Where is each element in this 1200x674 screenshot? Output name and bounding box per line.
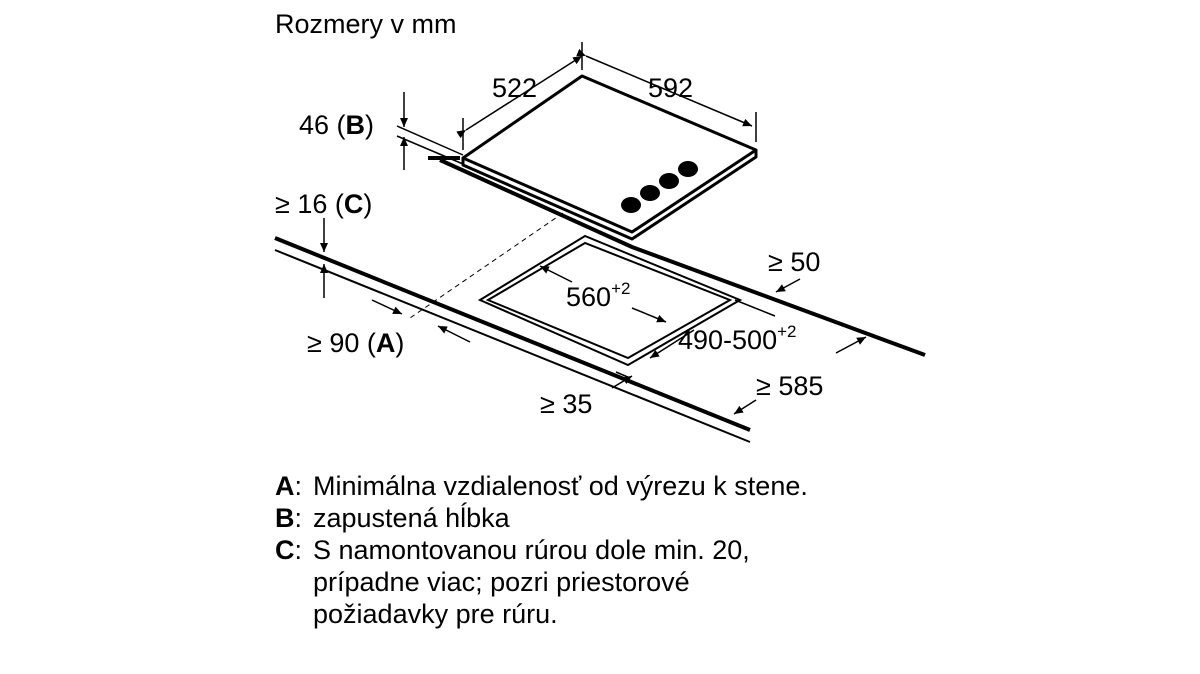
legend-item-b: B: zapustená hĺbka xyxy=(275,503,510,533)
arrow-35 xyxy=(611,375,633,389)
arrow-90 xyxy=(437,325,471,343)
cutout-outer xyxy=(477,234,743,367)
worktop-back-edge xyxy=(439,158,926,357)
projection-line xyxy=(409,212,564,319)
arrow-560 xyxy=(539,265,573,283)
dim-585: ≥ 585 xyxy=(756,371,823,401)
arrow-50 xyxy=(775,278,801,293)
worktop-front-edge-lower xyxy=(274,249,751,443)
dim-50: ≥ 50 xyxy=(768,247,820,277)
dim-16-c: ≥ 16 (C) xyxy=(275,189,372,219)
legend-text: S namontovanou rúrou dole min. 20, xyxy=(313,535,750,565)
dim-line-522 xyxy=(456,55,583,139)
diagram-title: Rozmery v mm xyxy=(275,9,457,39)
worktop-front-edge xyxy=(274,236,751,432)
knob-icon xyxy=(659,173,679,189)
arrow-585 xyxy=(733,399,757,415)
legend-text: požiadavky pre rúru. xyxy=(313,599,558,629)
hob-knobs xyxy=(621,161,698,213)
dim-522: 522 xyxy=(492,73,537,103)
dim-592: 592 xyxy=(648,73,693,103)
arrow-490 xyxy=(649,329,695,359)
legend-text: Minimálna vzdialenosť od výrezu k stene. xyxy=(313,471,808,501)
legend-item-c: C: S namontovanou rúrou dole min. 20, pr… xyxy=(275,535,750,629)
knob-icon xyxy=(621,197,641,213)
dim-490-500: 490-500+2 xyxy=(678,322,796,355)
legend: A: Minimálna vzdialenosť od výrezu k ste… xyxy=(275,470,1175,630)
hob-edge xyxy=(461,150,758,241)
knob-icon xyxy=(678,161,698,177)
legend-key: B xyxy=(275,503,295,533)
legend-text: prípadne viac; pozri priestorové xyxy=(313,567,690,597)
ext-line xyxy=(396,125,464,156)
installation-diagram: Rozmery v mm 522 592 46 (B) ≥ 16 (C) xyxy=(274,9,926,443)
dim-90-a: ≥ 90 (A) xyxy=(307,328,404,358)
legend-item-a: A: Minimálna vzdialenosť od výrezu k ste… xyxy=(275,471,808,501)
arrow-560 xyxy=(631,307,667,323)
legend-key: C xyxy=(275,535,295,565)
dim-46-b: 46 (B) xyxy=(299,110,374,140)
ext-line xyxy=(734,299,776,317)
knob-icon xyxy=(640,185,660,201)
dim-560: 560+2 xyxy=(566,279,630,312)
legend-key: A xyxy=(275,471,295,501)
cutout-inner xyxy=(485,241,733,360)
arrow-90 xyxy=(371,299,403,315)
arrow-585 xyxy=(835,336,867,354)
dim-35: ≥ 35 xyxy=(540,389,592,419)
legend-text: zapustená hĺbka xyxy=(313,503,510,533)
cutout xyxy=(477,234,743,367)
dim-line-592 xyxy=(576,48,753,127)
